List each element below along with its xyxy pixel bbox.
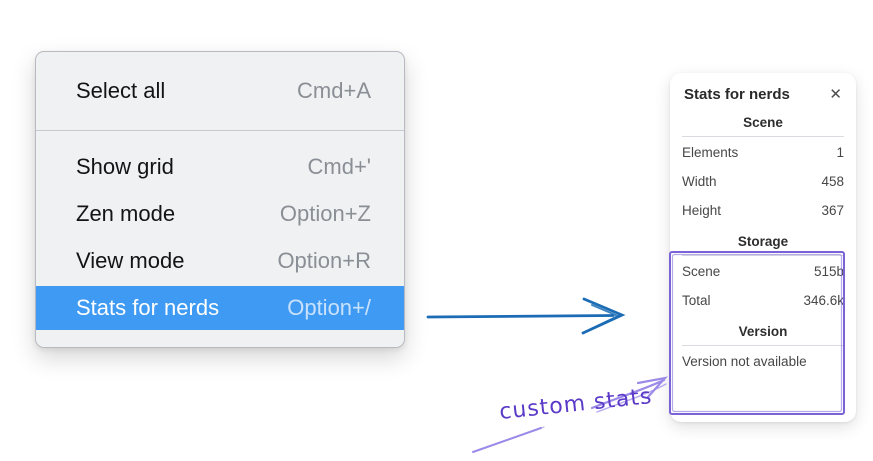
stats-panel-header: Stats for nerds ✕	[684, 86, 842, 103]
menu-divider	[36, 130, 404, 131]
close-icon[interactable]: ✕	[829, 86, 842, 103]
menu-item-view-mode[interactable]: View mode Option+R	[36, 239, 404, 283]
purple-underline-stroke	[472, 426, 545, 453]
menu-item-shortcut: Cmd+'	[307, 154, 372, 179]
menu-section-bottom: Show grid Cmd+' Zen mode Option+Z View m…	[36, 131, 404, 347]
menu-item-shortcut: Option+/	[287, 295, 371, 320]
stat-row-elements: Elements 1	[682, 138, 844, 167]
stat-row-total-storage: Total 346.6k	[682, 286, 844, 315]
stat-value: 367	[821, 203, 844, 218]
stat-label: Total	[682, 293, 711, 308]
stat-value: 458	[821, 174, 844, 189]
section-divider	[682, 136, 844, 137]
stat-row-height: Height 367	[682, 196, 844, 225]
section-divider	[682, 255, 844, 256]
stat-value: 1	[836, 145, 844, 160]
stat-row-width: Width 458	[682, 167, 844, 196]
menu-item-label: Zen mode	[76, 201, 176, 226]
menu-item-shortcut: Option+Z	[279, 201, 371, 226]
menu-item-label: Stats for nerds	[76, 295, 220, 320]
stat-value: 346.6k	[803, 293, 844, 308]
custom-stats-annotation: custom stats	[498, 384, 654, 425]
menu-item-show-grid[interactable]: Show grid Cmd+'	[36, 145, 404, 189]
menu-item-stats-for-nerds[interactable]: Stats for nerds Option+/	[36, 286, 404, 330]
stat-label: Scene	[682, 264, 721, 279]
menu-item-label: Show grid	[76, 154, 174, 179]
purple-arrow	[590, 376, 668, 413]
storage-section: Storage Scene 515b Total 346.6k	[682, 234, 844, 315]
menu-item-label: Select all	[76, 78, 166, 103]
panel-title: Stats for nerds	[684, 86, 790, 103]
menu-item-shortcut: Option+R	[277, 248, 371, 273]
version-section: Version Version not available	[682, 324, 844, 376]
blue-arrow	[426, 297, 626, 335]
version-note: Version not available	[682, 354, 807, 369]
menu-item-label: View mode	[76, 248, 185, 273]
stat-label: Elements	[682, 145, 739, 160]
stat-row-scene-storage: Scene 515b	[682, 257, 844, 286]
menu-item-select-all[interactable]: Select all Cmd+A	[36, 69, 404, 113]
menu-section-top: Select all Cmd+A	[36, 52, 404, 130]
menu-item-shortcut: Cmd+A	[297, 78, 371, 103]
stat-value: 515b	[813, 264, 844, 279]
context-menu: Select all Cmd+A Show grid Cmd+' Zen mod…	[35, 51, 405, 348]
menu-item-zen-mode[interactable]: Zen mode Option+Z	[36, 192, 404, 236]
version-section-header: Version	[738, 324, 788, 339]
scene-section-header: Scene	[743, 115, 783, 130]
stat-label: Height	[682, 203, 722, 218]
stat-label: Width	[682, 174, 717, 189]
stats-panel: Stats for nerds ✕ Scene Elements 1 Width…	[670, 73, 856, 422]
storage-section-header: Storage	[737, 234, 789, 249]
section-divider	[682, 345, 844, 346]
scene-section: Scene Elements 1 Width 458 Height 367	[682, 115, 844, 225]
